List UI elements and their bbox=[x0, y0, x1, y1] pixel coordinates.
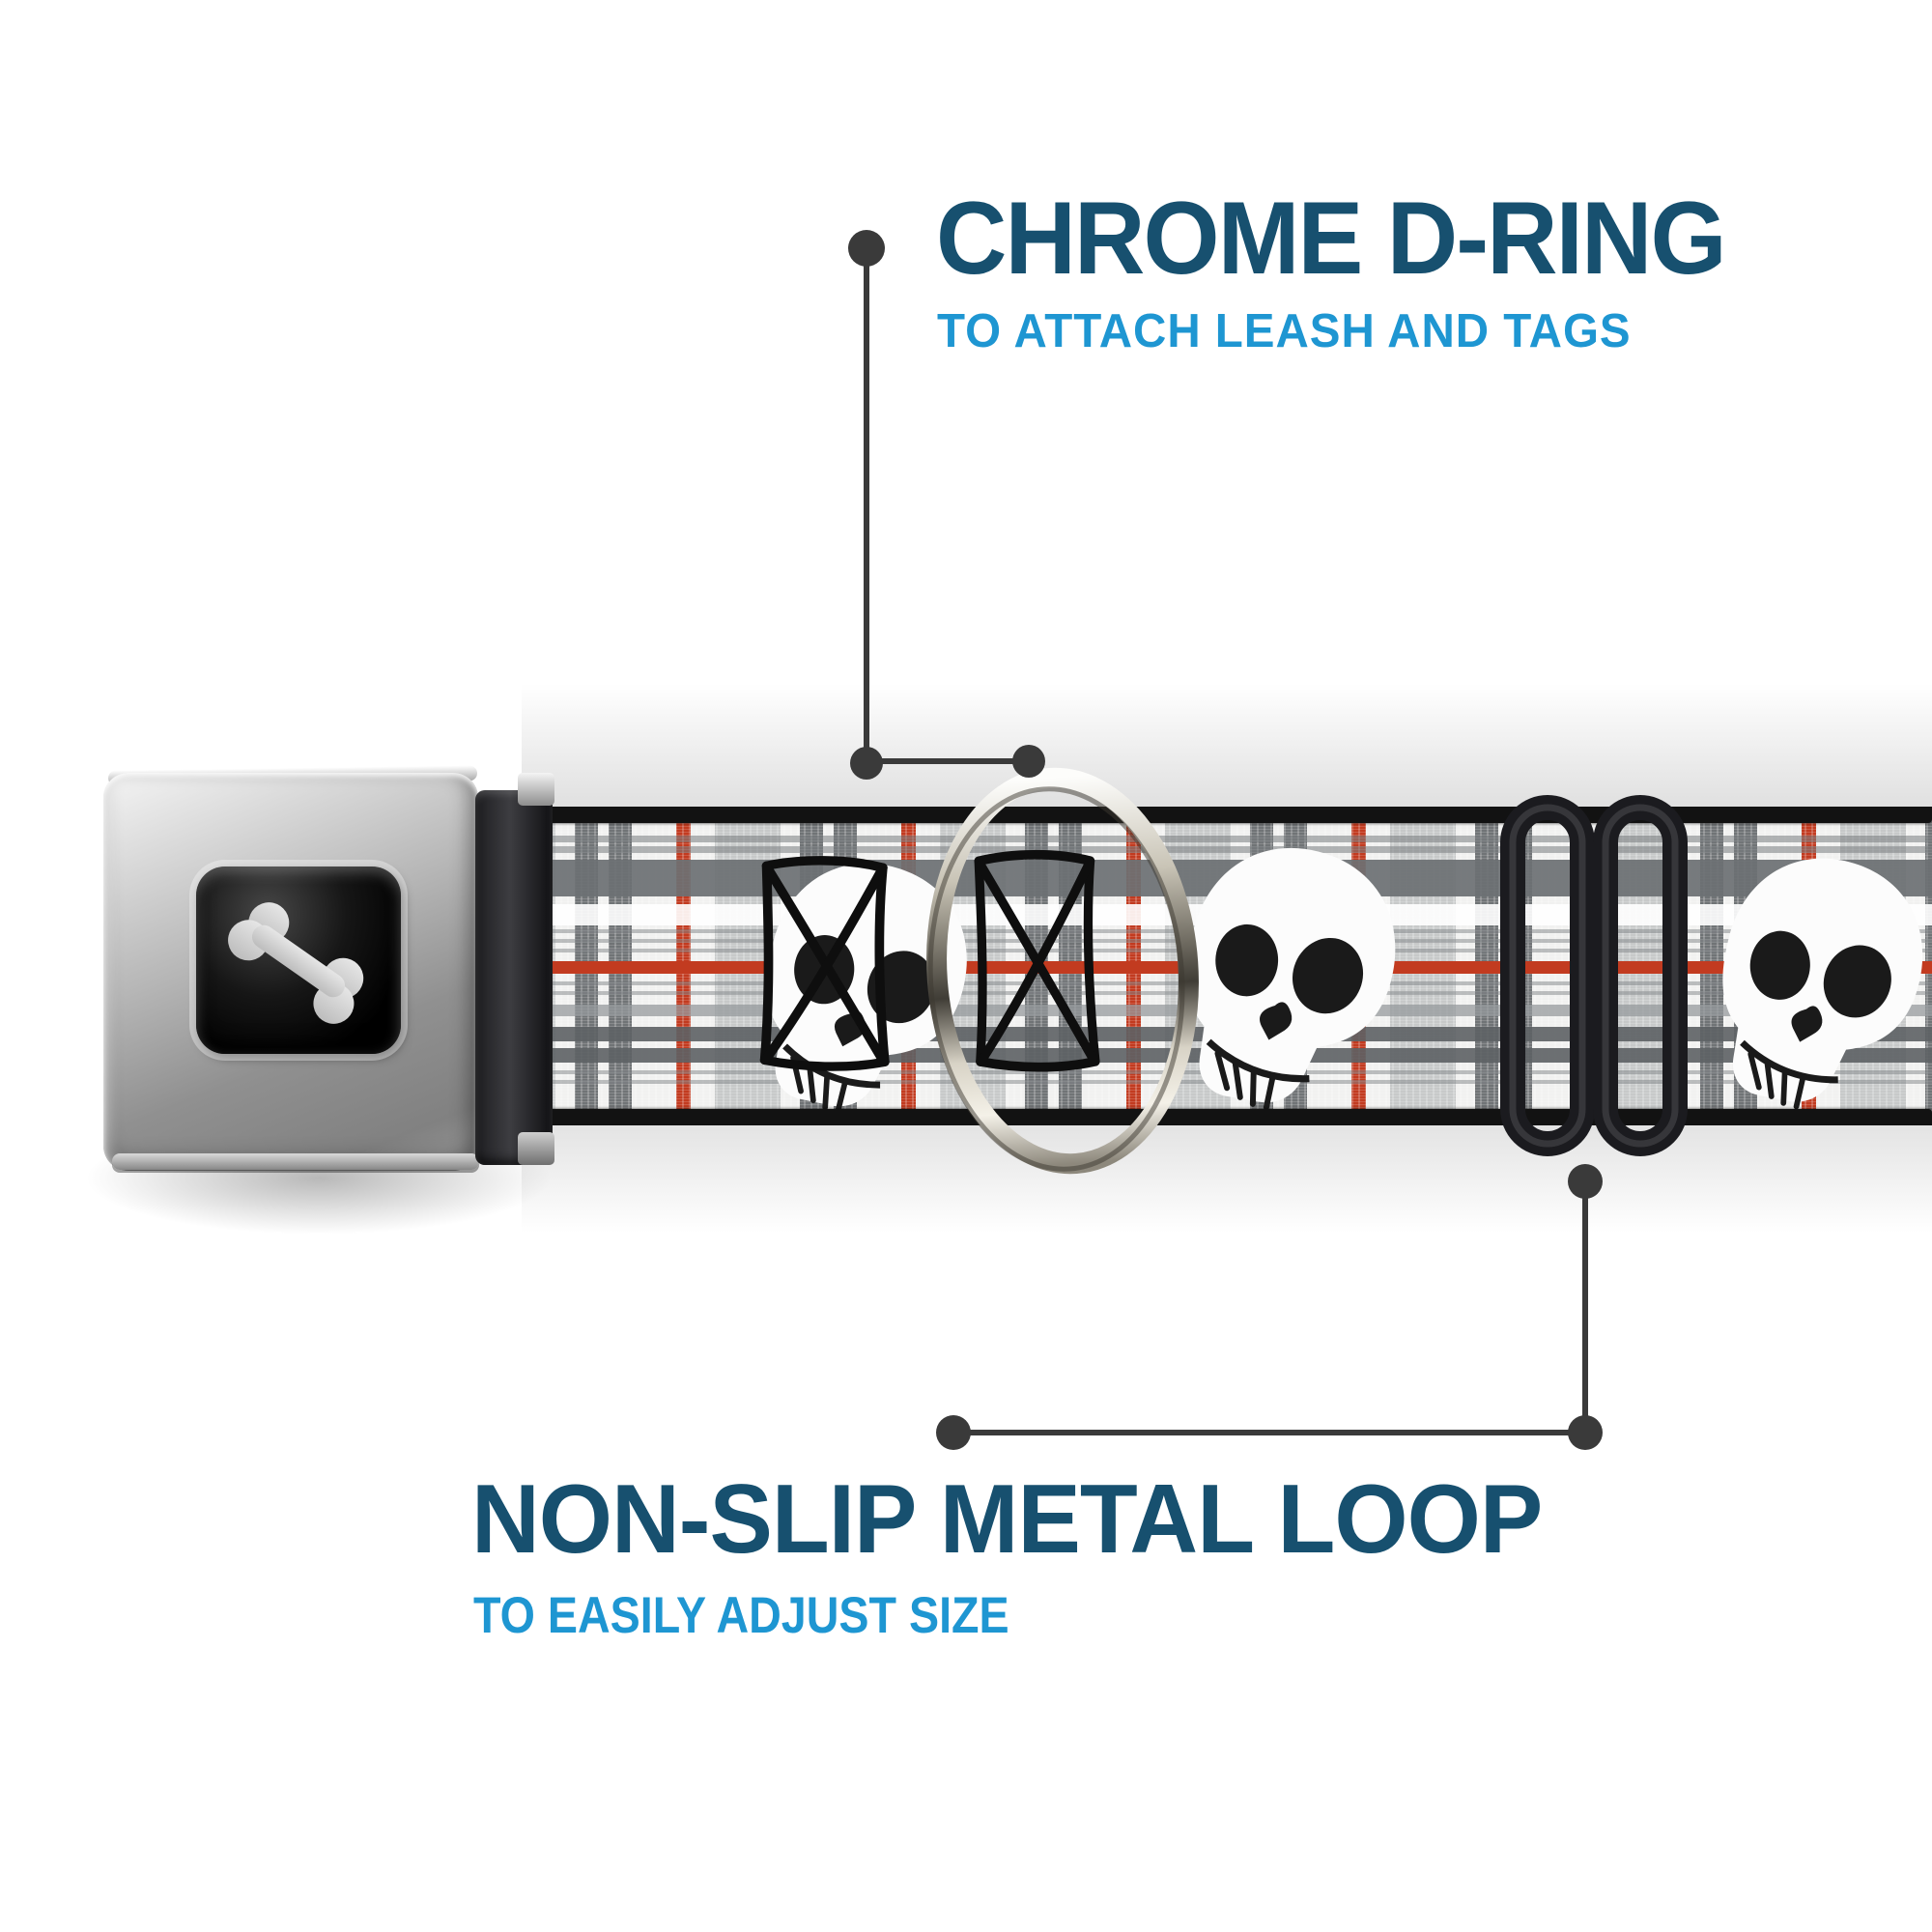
dog-bone-icon bbox=[186, 849, 410, 1072]
leader-line-dring-vertical bbox=[864, 248, 869, 763]
leader-line-dring-horizontal bbox=[867, 758, 1029, 764]
d-ring-subtitle: TO ATTACH LEASH AND TAGS bbox=[937, 305, 1632, 357]
collar-webbing bbox=[533, 807, 1932, 1125]
leader-dot-dring-target bbox=[1012, 745, 1045, 778]
d-ring-title: CHROME D-RING bbox=[936, 180, 1727, 296]
leader-line-loop-vertical bbox=[1582, 1181, 1588, 1433]
leader-line-loop-horizontal bbox=[953, 1430, 1585, 1435]
metal-loop-subtitle: TO EASILY ADJUST SIZE bbox=[473, 1587, 1009, 1644]
clamp-chrome-tab-top bbox=[518, 773, 554, 806]
leader-dot-loop-title bbox=[936, 1415, 971, 1450]
soft-shadow-below-collar bbox=[522, 1124, 1932, 1260]
buckle-bottom-lip bbox=[112, 1153, 479, 1170]
buckle-strap-clamp bbox=[475, 790, 553, 1165]
soft-shadow-above-collar bbox=[522, 667, 1932, 808]
metal-loop-title: NON-SLIP METAL LOOP bbox=[471, 1465, 1543, 1574]
clamp-chrome-tab-bottom bbox=[518, 1132, 554, 1165]
